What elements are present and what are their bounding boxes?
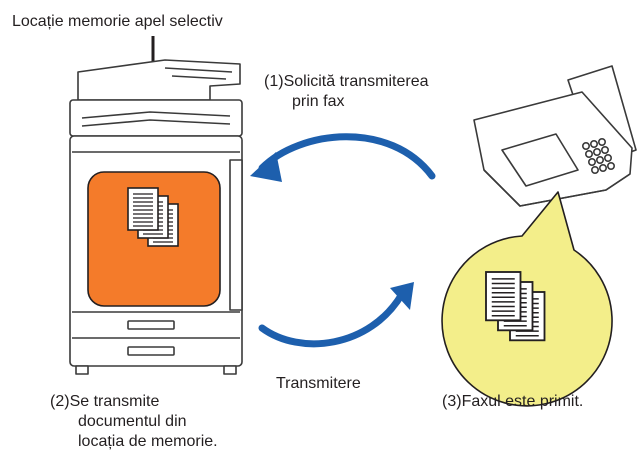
step-send-number: (2) <box>50 393 70 410</box>
step-request-label: (1)Solicită transmiterea prin fax <box>264 72 429 112</box>
step-request-number: (1) <box>264 73 284 90</box>
transmission-label: Transmitere <box>276 375 361 392</box>
step-send-line-3: locația de memorie. <box>78 433 218 450</box>
transmission-arrow <box>258 290 406 348</box>
step-request-line-2: prin fax <box>292 93 345 110</box>
step-send-label: (2)Se transmite documentul din locația d… <box>50 392 218 452</box>
step-received-number: (3) <box>442 393 462 410</box>
step-send-line-2: documentul din <box>78 413 187 430</box>
request-arrow <box>258 133 436 180</box>
memory-location-label: Locație memorie apel selectiv <box>12 13 223 30</box>
step-send-line-1: Se transmite <box>69 393 160 410</box>
transmission-arrowhead <box>390 282 414 310</box>
request-arrowhead <box>250 152 282 182</box>
step-received-label: (3)Faxul este primit. <box>442 392 583 412</box>
step-received-line-1: Faxul este primit. <box>461 393 584 410</box>
fax-machine-icon <box>473 65 637 207</box>
step-request-line-1: Solicită transmiterea <box>283 73 429 90</box>
